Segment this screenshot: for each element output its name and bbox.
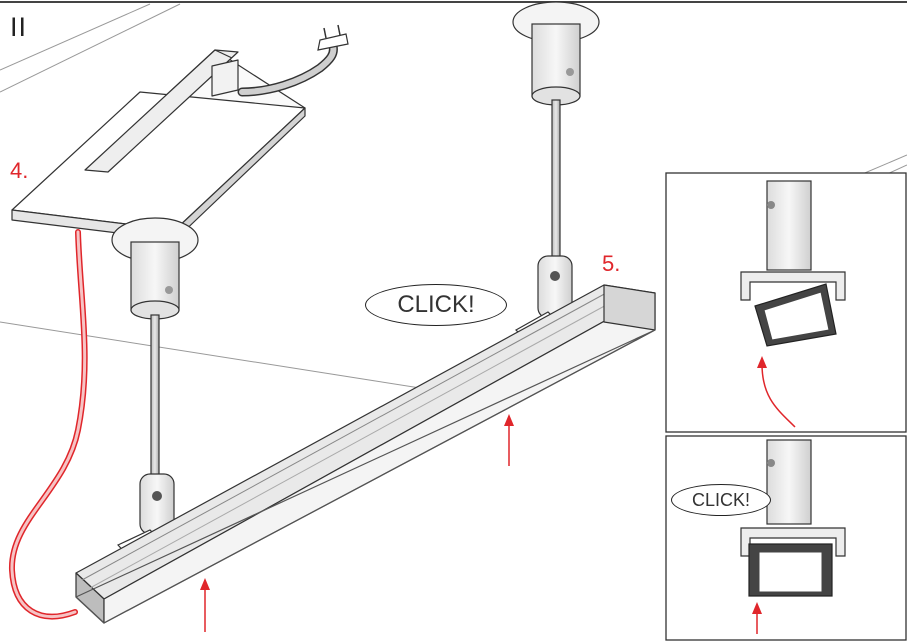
push-arrows (200, 414, 514, 632)
step-4-label: 4. (10, 158, 29, 183)
light-profile (75, 284, 656, 624)
detail-panel-clicked (665, 435, 907, 641)
click-callout-detail: CLICK! (671, 484, 771, 516)
right-suspension (512, 1, 600, 341)
driver-box (11, 49, 306, 241)
step-5-label: 5. (602, 251, 621, 276)
click-callout-main-text: CLICK! (397, 291, 475, 318)
left-suspension (111, 217, 199, 557)
connection-cable (8, 229, 88, 620)
section-label: II (10, 12, 28, 42)
click-callout-detail-text: CLICK! (691, 489, 751, 510)
mains-cable (237, 24, 349, 97)
click-callout-main: CLICK! (365, 284, 507, 326)
detail-panel-tilted (665, 172, 907, 433)
